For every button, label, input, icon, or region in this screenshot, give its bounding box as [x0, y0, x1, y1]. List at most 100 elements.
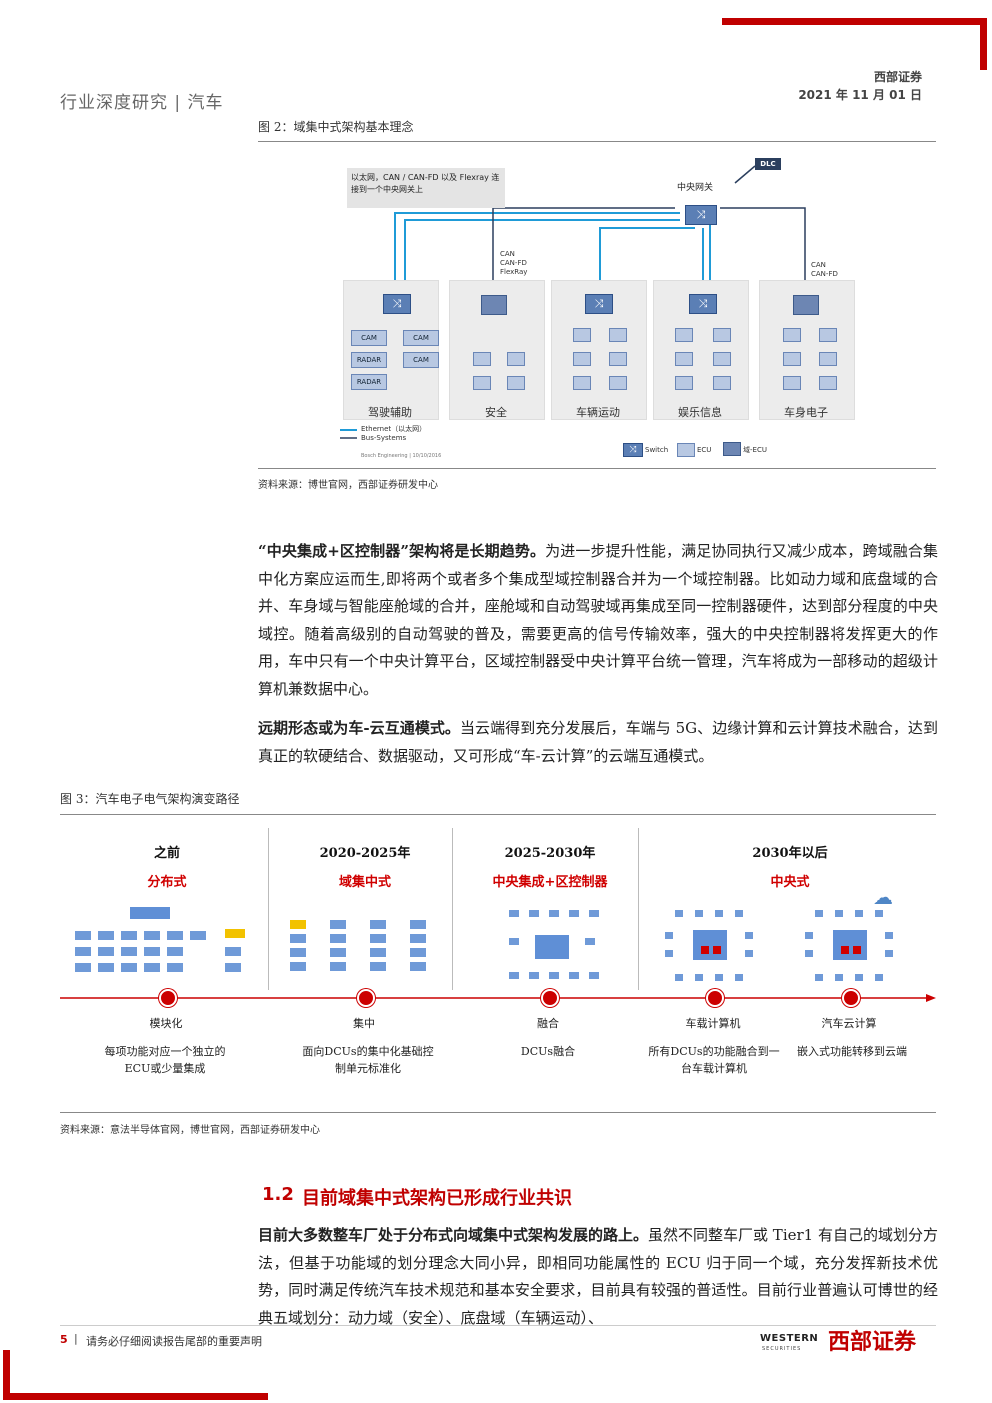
thumb-block	[695, 974, 703, 981]
stage-name-fusion: 融合	[537, 1017, 559, 1030]
era-sub-domain: 域集中式	[338, 875, 391, 890]
paragraph-lead: 目前大多数整车厂处于分布式向域集中式架构发展的路上。	[258, 1226, 649, 1244]
thumb-block	[585, 938, 595, 945]
thumb-block	[190, 931, 206, 940]
thumb-block	[875, 910, 883, 917]
footer-logo-en2: SECURITIES	[762, 1346, 802, 1352]
thumb-block	[701, 946, 709, 954]
body-domain-ecu	[793, 295, 819, 315]
domain-label-adas: 驾驶辅助	[368, 406, 412, 419]
domain-label-motion: 车辆运动	[576, 406, 620, 419]
stage-name-centralized: 集中	[353, 1017, 375, 1030]
footer-logo-en: WESTERN	[760, 1333, 819, 1344]
legend-switch-label: Switch	[645, 446, 669, 454]
header-section: 行业深度研究 | 汽车	[60, 93, 224, 113]
footer-separator: |	[74, 1332, 78, 1345]
ecu	[819, 352, 837, 366]
legend-domain-ecu-label: 域-ECU	[743, 446, 767, 454]
domain-label-infotainment: 娱乐信息	[678, 406, 722, 419]
thumb-block	[370, 934, 386, 943]
adas-switch: ⤨	[383, 294, 411, 314]
central-gateway-switch: ⤨	[685, 205, 717, 225]
radar-1: RADAR	[351, 352, 387, 368]
timeline-arrow	[60, 994, 936, 1002]
thumb-block	[370, 948, 386, 957]
thumb-block	[841, 946, 849, 954]
bus-label-can: CAN	[500, 250, 515, 258]
bottom-left-bar-vertical	[3, 1350, 10, 1400]
stage-name-modular: 模块化	[149, 1017, 183, 1030]
fig3-top-rule	[60, 814, 936, 815]
era-separator	[638, 828, 639, 990]
bus-label-right-canfd: CAN-FD	[811, 270, 838, 278]
thumb-domain	[285, 912, 435, 984]
ecu	[609, 352, 627, 366]
era-sub-central-zone: 中央集成+区控制器	[492, 875, 608, 890]
thumb-block	[815, 974, 823, 981]
thumb-block	[75, 963, 91, 972]
domain-label-safety: 安全	[485, 406, 507, 419]
dlc-box: DLC	[755, 158, 781, 170]
thumb-block	[589, 972, 599, 979]
thumb-block	[665, 950, 673, 957]
domain-label-body: 车身电子	[784, 406, 828, 419]
fig3-caption: 图 3：汽车电子电气架构演变路径	[60, 792, 240, 806]
ecu	[573, 376, 591, 390]
thumb-block	[75, 931, 91, 940]
bus-label-canfd: CAN-FD	[500, 259, 527, 267]
legend-ethernet: Ethernet（以太网）	[361, 425, 427, 433]
thumb-block	[835, 910, 843, 917]
thumb-block	[535, 935, 569, 959]
paragraph-body: 当云端得到充分发展后，车端与 5G、边缘计算和云计算技术融合，达到真正的软硬结合…	[258, 719, 938, 765]
thumb-block	[225, 929, 245, 938]
thumb-block	[98, 963, 114, 972]
stage-name-cloud: 汽车云计算	[821, 1017, 877, 1030]
era-sub-distributed: 分布式	[147, 875, 187, 890]
paragraph-body: 为进一步提升性能，满足协同执行又减少成本，跨域融合集中化方案应运而生,即将两个或…	[258, 542, 938, 698]
thumb-block	[835, 974, 843, 981]
thumb-block	[167, 931, 183, 940]
era-separator	[452, 828, 453, 990]
thumb-block	[330, 934, 346, 943]
stage-desc-cloud: 嵌入式功能转移到云端	[797, 1045, 907, 1058]
fig3-bottom-rule	[60, 1112, 936, 1113]
thumb-block	[410, 948, 426, 957]
thumb-block	[853, 946, 861, 954]
gateway-label: 中央网关	[677, 183, 714, 193]
thumb-block	[675, 910, 683, 917]
thumb-block	[167, 963, 183, 972]
thumb-block	[529, 972, 539, 979]
thumb-block	[855, 974, 863, 981]
ecu	[507, 352, 525, 366]
thumb-block	[144, 931, 160, 940]
thumb-block	[98, 947, 114, 956]
legend-domain-ecu-icon	[723, 442, 741, 456]
thumb-block	[121, 963, 137, 972]
fig2-bottom-rule	[258, 468, 936, 469]
timeline-node-modular	[159, 989, 177, 1007]
footer-disclaimer: 请务必仔细阅读报告尾部的重要声明	[86, 1335, 262, 1348]
stage-desc-vehicle-computer: 所有DCUs的功能融合到一台车载计算机	[648, 1045, 780, 1075]
ecu	[713, 376, 731, 390]
stage-name-vehicle-computer: 车载计算机	[685, 1017, 741, 1030]
thumb-block	[695, 910, 703, 917]
thumb-block	[735, 974, 743, 981]
header-date: 2021 年 11 月 01 日	[798, 88, 922, 102]
radar-2: RADAR	[351, 374, 387, 390]
thumb-block	[75, 947, 91, 956]
domain-architecture-diagram: 以太网，CAN / CAN-FD 以及 Flexray 连接到一个中央网关上 D…	[335, 158, 865, 463]
legend-ecu-label: ECU	[697, 446, 712, 454]
thumb-block	[529, 910, 539, 917]
legend-bus: Bus-Systems	[361, 434, 407, 442]
thumb-block	[509, 938, 519, 945]
thumb-block	[715, 910, 723, 917]
thumb-block	[370, 962, 386, 971]
thumb-block	[330, 920, 346, 929]
thumb-block	[144, 947, 160, 956]
era-separator	[268, 828, 269, 990]
stage-desc-modular: 每项功能对应一个独立的ECU或少量集成	[104, 1045, 226, 1075]
bottom-left-bar	[3, 1393, 268, 1400]
cam-1: CAM	[351, 330, 387, 346]
thumb-block	[290, 934, 306, 943]
motion-switch: ⤨	[585, 294, 613, 314]
